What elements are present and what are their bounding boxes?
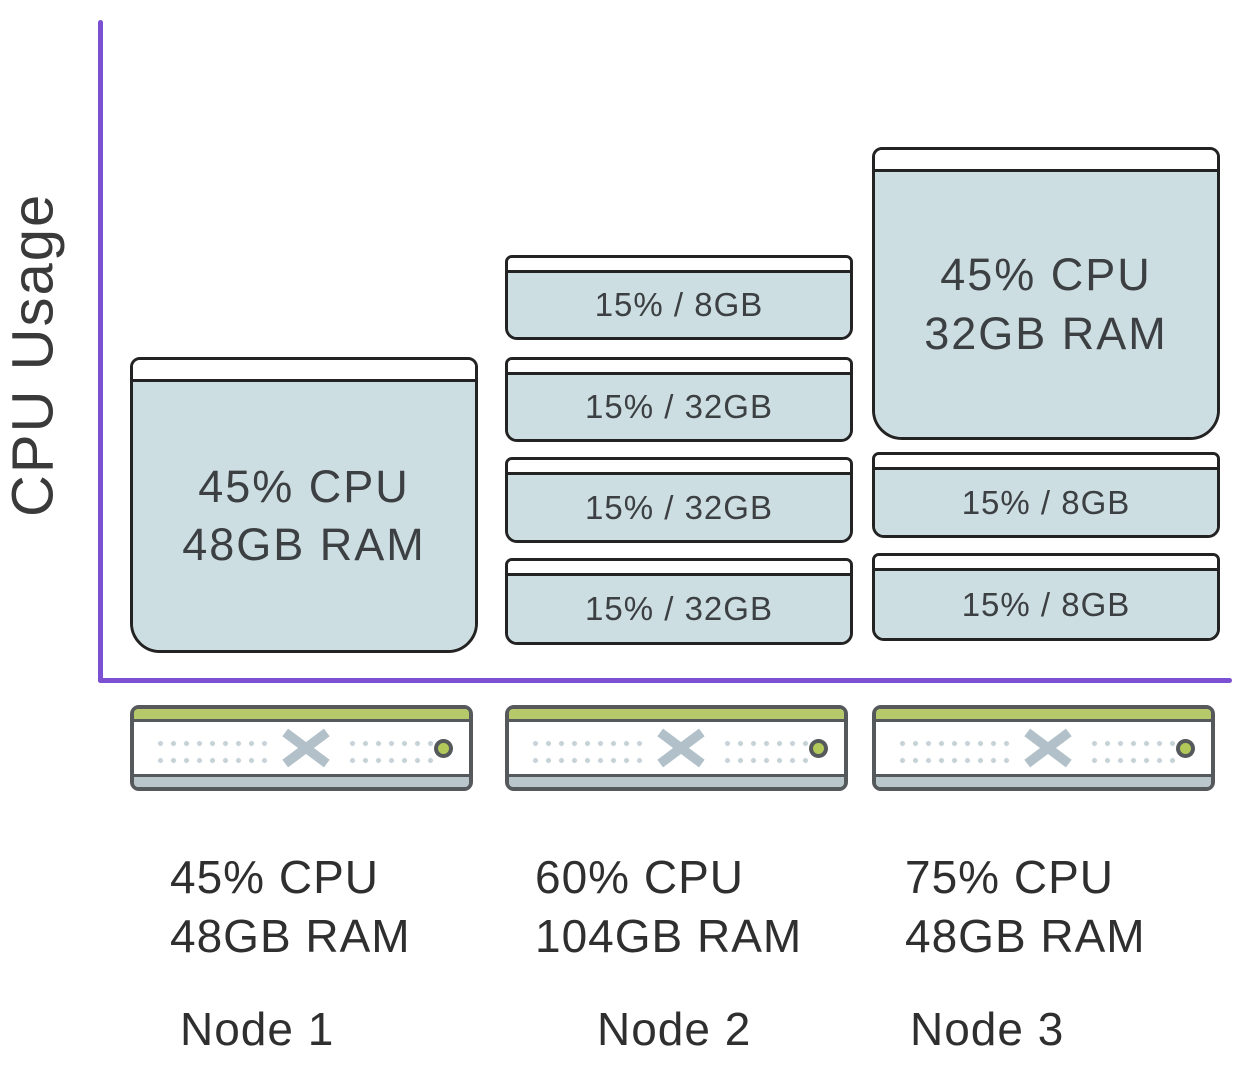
vm-label: 15% / 32GB — [508, 475, 850, 540]
node1-cpu-total: 45% CPU — [170, 851, 379, 903]
x-brand-icon — [1024, 728, 1072, 768]
vm-box-node2-4: 15% / 32GB — [505, 558, 853, 645]
x-brand-icon — [657, 728, 705, 768]
vm-label: 15% / 8GB — [875, 571, 1217, 638]
vm-box-node2-3: 15% / 32GB — [505, 457, 853, 543]
vm-box-node3-large: 45% CPU 32GB RAM — [872, 147, 1220, 440]
node1-summary: 45% CPU 48GB RAM — [170, 848, 411, 966]
server-bottom-strip — [876, 774, 1211, 787]
vm-label: 15% / 32GB — [508, 375, 850, 439]
node2-name: Node 2 — [597, 1003, 752, 1055]
server-bottom-strip — [134, 774, 469, 787]
y-axis-line — [98, 20, 103, 683]
server-icon-node2 — [505, 705, 848, 791]
vm-label: 15% / 8GB — [875, 470, 1217, 535]
server-bottom-strip — [509, 774, 844, 787]
vm-box-node3-2: 15% / 8GB — [872, 452, 1220, 538]
y-axis-label: CPU Usage — [0, 192, 66, 518]
server-top-strip — [876, 709, 1211, 722]
led-indicator-icon — [809, 738, 828, 758]
server-icon-node3 — [872, 705, 1215, 791]
x-axis-line — [98, 678, 1232, 683]
vm-header-bar — [875, 455, 1217, 470]
node2-ram-total: 104GB RAM — [535, 909, 803, 962]
node1-name: Node 1 — [180, 1003, 335, 1055]
node3-cpu-total: 75% CPU — [905, 851, 1114, 903]
server-top-strip — [509, 709, 844, 722]
vm-cpu-text: 45% CPU — [198, 460, 410, 512]
vm-box-node3-3: 15% / 8GB — [872, 553, 1220, 641]
vm-label: 15% / 32GB — [508, 576, 850, 642]
vm-header-bar — [508, 460, 850, 475]
led-indicator-icon — [1176, 738, 1195, 758]
vm-box-node2-1: 15% / 8GB — [505, 255, 853, 340]
vm-header-bar — [508, 360, 850, 375]
server-icon-node1 — [130, 705, 473, 791]
vm-header-bar — [875, 556, 1217, 571]
vm-header-bar — [508, 561, 850, 576]
vent-dots-icon — [343, 731, 435, 765]
vm-header-bar — [133, 360, 475, 382]
node1-ram-total: 48GB RAM — [170, 909, 411, 962]
node3-name: Node 3 — [910, 1003, 1065, 1055]
server-top-strip — [134, 709, 469, 722]
x-brand-icon — [282, 728, 330, 768]
node3-summary: 75% CPU 48GB RAM — [905, 848, 1146, 966]
vm-header-bar — [508, 258, 850, 273]
vm-box-node2-2: 15% / 32GB — [505, 357, 853, 442]
node2-cpu-total: 60% CPU — [535, 851, 744, 903]
vent-dots-icon — [894, 731, 1010, 765]
vm-header-bar — [875, 150, 1217, 172]
vent-dots-icon — [1085, 731, 1177, 765]
vm-ram-text: 48GB RAM — [182, 519, 426, 570]
vm-box-node1-large: 45% CPU 48GB RAM — [130, 357, 478, 653]
vent-dots-icon — [718, 731, 810, 765]
vm-label: 15% / 8GB — [508, 273, 850, 337]
vm-ram-text: 32GB RAM — [924, 307, 1168, 359]
led-indicator-icon — [434, 738, 453, 758]
vent-dots-icon — [527, 731, 643, 765]
node3-ram-total: 48GB RAM — [905, 909, 1146, 962]
vent-dots-icon — [152, 731, 268, 765]
vm-cpu-text: 45% CPU — [940, 249, 1152, 300]
node2-summary: 60% CPU 104GB RAM — [535, 848, 802, 966]
